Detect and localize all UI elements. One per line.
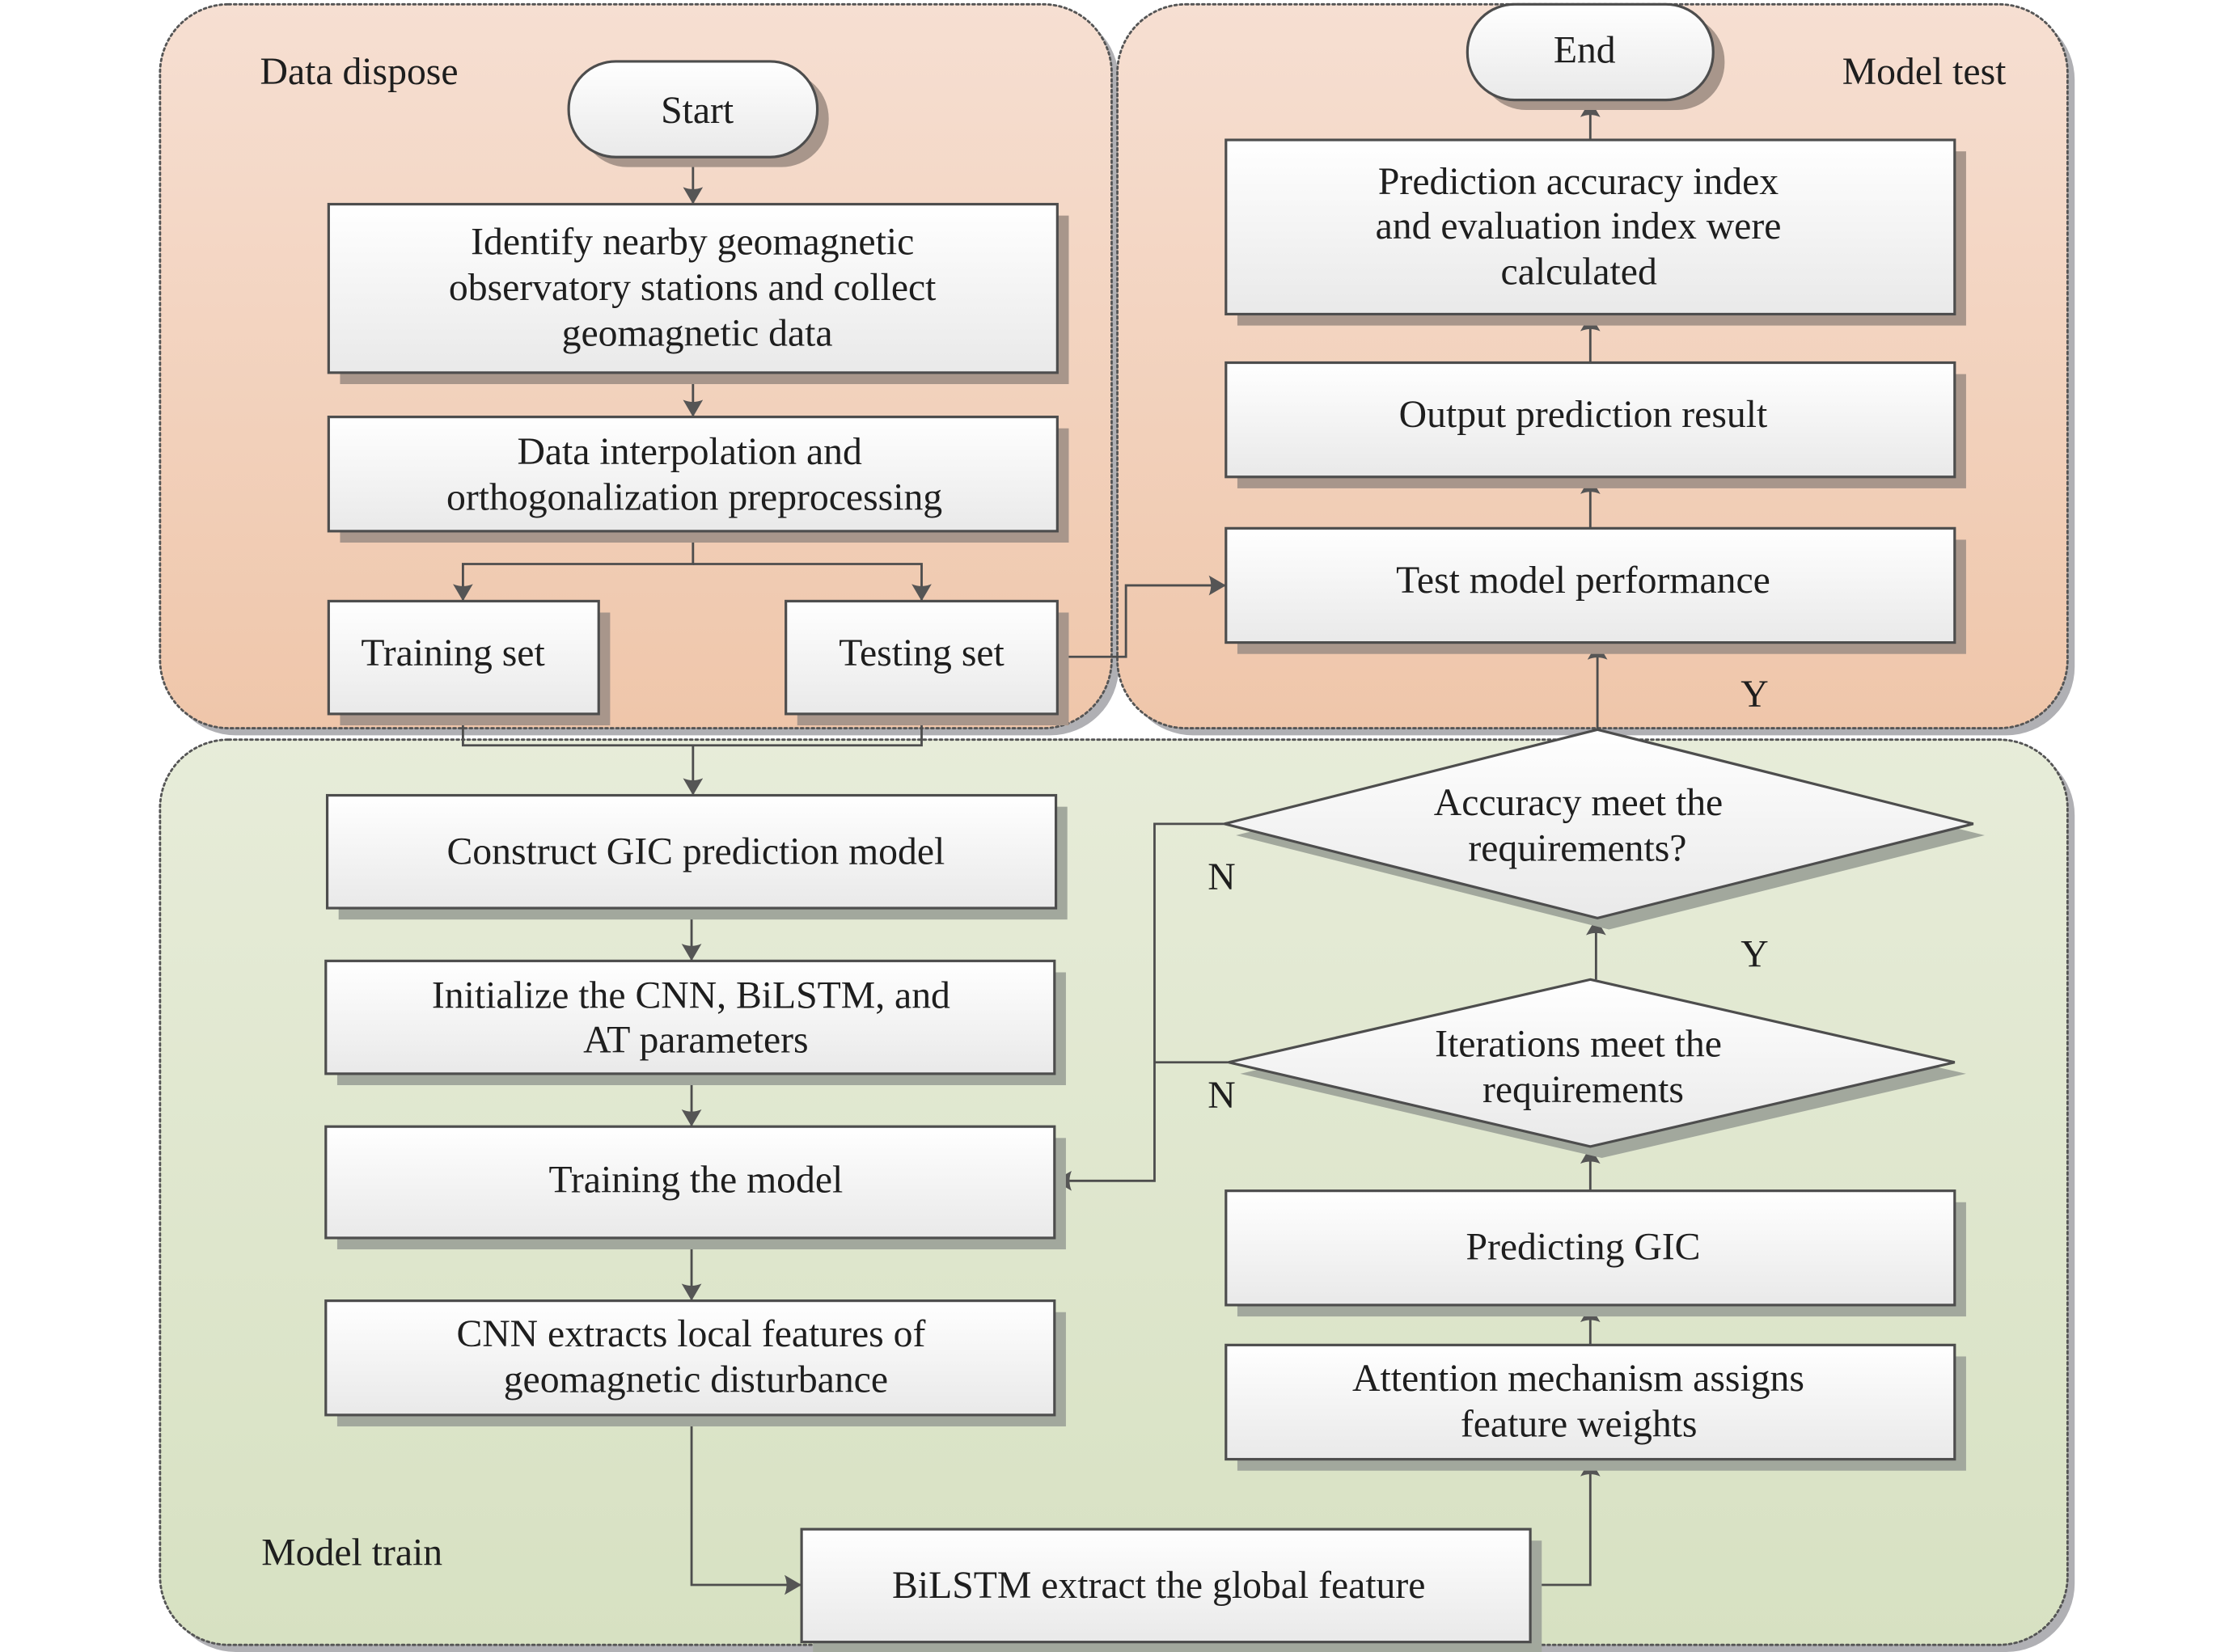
node-shape [800, 1527, 1532, 1644]
node-label: Identify nearby geomagnetic observatory … [449, 221, 945, 354]
node-shape [324, 1299, 1056, 1417]
node-shape [1224, 361, 1956, 479]
node-shape [324, 1125, 1056, 1240]
node-shape [327, 416, 1059, 533]
edge-label-no: N [1208, 856, 1235, 898]
edge-label-yes: Y [1740, 674, 1768, 716]
node-test-performance: Test model performance [1224, 526, 1966, 654]
edge-preprocess-testing [692, 563, 932, 602]
edge-bilstm-attention [1530, 1459, 1601, 1587]
panel-border [159, 2, 1113, 729]
node-cnn: CNN extracts local features of geomagnet… [324, 1299, 1066, 1427]
node-label: Accuracy meet the requirements? [1434, 782, 1732, 869]
edge-label-yes: Y [1740, 933, 1768, 975]
node-indexes: Prediction accuracy index and evaluation… [1224, 138, 1966, 326]
node-testing-set: Testing set [785, 599, 1069, 726]
node-label: Training set [361, 632, 544, 674]
node-shape [1224, 728, 1974, 920]
node-identify: Identify nearby geomagnetic observatory … [327, 202, 1069, 384]
node-shape [327, 202, 1059, 374]
node-shape [324, 959, 1056, 1075]
node-label: Predicting GIC [1466, 1226, 1700, 1268]
node-label: Data interpolation and orthogonalization… [446, 431, 942, 518]
node-shape [1224, 138, 1956, 316]
edge-label-no: N [1208, 1075, 1235, 1117]
node-shape [1224, 1189, 1956, 1307]
node-initialize: Initialize the CNN, BiLSTM, and AT param… [324, 959, 1066, 1085]
node-label: Construct GIC prediction model [446, 830, 945, 872]
node-iterations-decision: Iterations meet the requirements [1228, 978, 1966, 1159]
panel-label-model-test: Model test [1842, 51, 2007, 93]
node-shape [567, 60, 819, 158]
node-shape [1228, 978, 1956, 1148]
node-label: Prediction accuracy index and evaluation… [1376, 161, 1791, 293]
node-start: Start [567, 60, 829, 167]
node-accuracy-decision: Accuracy meet the requirements? [1224, 728, 1985, 930]
node-label: Iterations meet the requirements [1435, 1024, 1732, 1111]
node-shape [1466, 2, 1715, 102]
node-label: End [1554, 30, 1616, 72]
node-label: Testing set [839, 632, 1005, 674]
edge-preprocess-training [453, 530, 695, 602]
node-shape [325, 793, 1058, 910]
node-label: Output prediction result [1399, 394, 1768, 436]
node-label: Training the model [548, 1159, 843, 1201]
node-bilstm: BiLSTM extract the global feature [800, 1527, 1542, 1652]
node-preprocess: Data interpolation and orthogonalization… [327, 416, 1069, 543]
node-label: Test model performance [1396, 560, 1770, 602]
node-shape [1224, 526, 1956, 644]
node-label: Initialize the CNN, BiLSTM, and AT param… [432, 975, 960, 1062]
edge-testing-testperf [1057, 575, 1226, 658]
node-training-set: Training set [327, 599, 611, 726]
panel-label-data-dispose: Data dispose [260, 51, 459, 93]
node-label: BiLSTM extract the global feature [892, 1565, 1425, 1607]
node-output: Output prediction result [1224, 361, 1966, 488]
node-label: CNN extracts local features of geomagnet… [456, 1313, 935, 1401]
node-construct: Construct GIC prediction model [325, 793, 1068, 920]
edge-cnn-bilstm [690, 1414, 802, 1595]
node-shape [1224, 1343, 1956, 1461]
edge-accuracy-train-no [1054, 822, 1225, 1191]
panel-label-model-train: Model train [261, 1532, 442, 1574]
node-label: Start [661, 90, 734, 132]
node-label: Attention mechanism assigns feature weig… [1352, 1358, 1814, 1445]
node-end: End [1466, 2, 1725, 110]
node-shape [327, 599, 600, 716]
connectors [453, 99, 1608, 1595]
node-shape [785, 599, 1059, 716]
node-train: Training the model [324, 1125, 1066, 1250]
node-predict: Predicting GIC [1224, 1189, 1966, 1317]
node-attention: Attention mechanism assigns feature weig… [1224, 1343, 1966, 1471]
